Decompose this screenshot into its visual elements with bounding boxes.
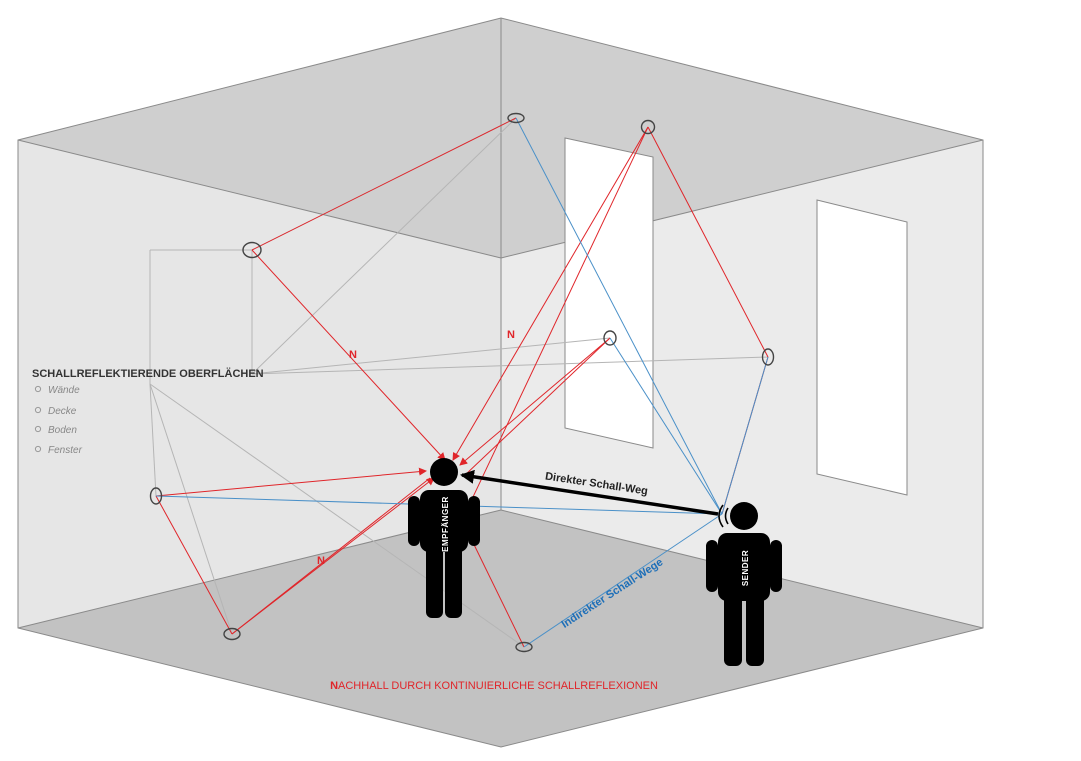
legend-title: SCHALLREFLEKTIERENDE OBERFLÄCHEN: [32, 367, 264, 380]
svg-text:Fenster: Fenster: [48, 445, 83, 456]
window-1: [564, 137, 654, 449]
left-wall: [18, 140, 501, 628]
receiver-label: EMPFÄNGER: [441, 496, 450, 552]
svg-text:Wände: Wände: [48, 385, 80, 396]
room: [17, 17, 984, 748]
svg-text:Boden: Boden: [48, 425, 77, 436]
receiver-person: EMPFÄNGER: [408, 458, 480, 618]
surfaces-legend: SCHALLREFLEKTIERENDE OBERFLÄCHEN Wände D…: [32, 367, 264, 456]
legend-item: Fenster: [34, 445, 83, 456]
window-2: [816, 199, 908, 496]
reflection-tag: N: [317, 555, 325, 567]
sound-wave-icon: [718, 504, 729, 528]
sender-label: SENDER: [741, 550, 750, 586]
reflection-tag: N: [349, 349, 357, 361]
reflection-point-icon: [761, 348, 775, 366]
direct-path-arrow: [460, 469, 719, 516]
reflection-point-icon: [515, 641, 533, 653]
reflection-point-icon: [149, 487, 163, 505]
reflection-tag: N: [507, 329, 515, 341]
legend-item: Boden: [34, 425, 77, 436]
person-icon: [430, 458, 458, 486]
svg-text:Decke: Decke: [48, 406, 77, 417]
reflection-point-icon: [640, 119, 656, 135]
sender-person: SENDER: [706, 502, 782, 666]
person-icon: [730, 502, 758, 530]
reflection-point-icon: [223, 627, 241, 641]
caption: NACHHALL DURCH KONTINUIERLICHE SCHALLREF…: [330, 680, 658, 692]
reflection-points: [149, 112, 775, 653]
reflection-point-icon: [603, 330, 617, 346]
reflection-point-icon: [242, 241, 262, 259]
reflection-point-icon: [507, 112, 525, 124]
legend-item: Wände: [34, 385, 80, 396]
legend-item: Decke: [34, 406, 77, 417]
